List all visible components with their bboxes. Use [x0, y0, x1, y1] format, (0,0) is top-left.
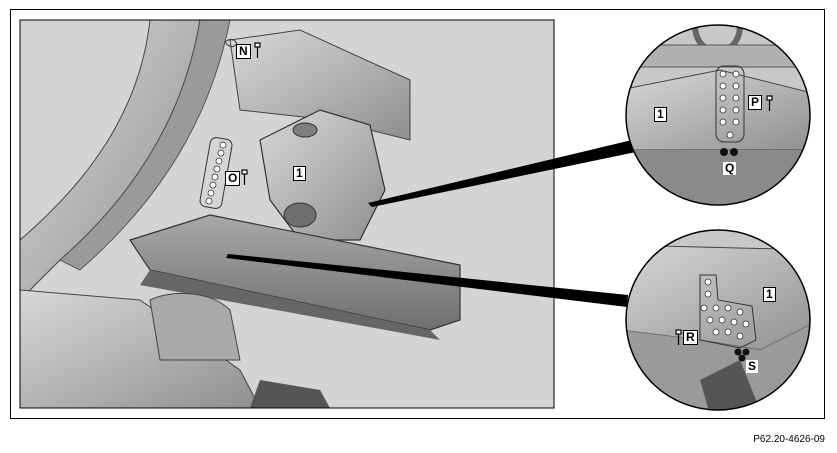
label-part-1-main: 1: [293, 166, 306, 181]
detail-bottom: [626, 230, 810, 410]
label-part-1-detail-top: 1: [654, 107, 667, 122]
detail-bottom-border: [625, 229, 811, 411]
weld-s-1: [734, 348, 742, 356]
label-part-1-detail-bottom: 1: [763, 287, 776, 302]
rivet-icon-r: [675, 329, 682, 345]
label-r: R: [683, 330, 698, 345]
label-q: Q: [723, 161, 737, 175]
label-p: P: [748, 95, 763, 110]
main-view-border: [19, 19, 555, 409]
weld-q-2: [730, 148, 738, 156]
label-n: N: [236, 44, 251, 59]
rivet-icon-n: [254, 42, 261, 58]
reference-number: P62.20-4626-09: [753, 434, 825, 445]
upper-panel: [229, 29, 411, 141]
tower-opening: [283, 202, 317, 228]
weld-spots-o: [205, 141, 227, 205]
weld-q-1: [720, 148, 728, 156]
detail-top: [626, 25, 810, 205]
weld-s-3: [738, 354, 746, 362]
detail-top-border: [625, 24, 811, 206]
weld-outline-p: [715, 65, 745, 143]
rivet-icon-p: [766, 95, 773, 111]
rivet-icons: [241, 42, 773, 345]
weld-s-2: [742, 348, 750, 356]
weld-outline-r: [699, 274, 757, 349]
strut-hole: [292, 122, 318, 138]
label-s: S: [746, 359, 759, 373]
rivet-icon-o: [241, 169, 248, 185]
lower-rail: [20, 289, 261, 408]
arch-pillar-inner: [59, 20, 231, 271]
lower-dome: [149, 292, 241, 361]
member-lower-edge: [140, 270, 440, 340]
leader-bottom: [226, 254, 628, 307]
main-view: [20, 20, 554, 408]
weld-spots-r: [700, 278, 750, 340]
label-o: O: [225, 171, 241, 186]
leader-top: [368, 140, 636, 207]
lower-dark-part: [250, 380, 330, 408]
weld-spots-p: [719, 70, 740, 139]
